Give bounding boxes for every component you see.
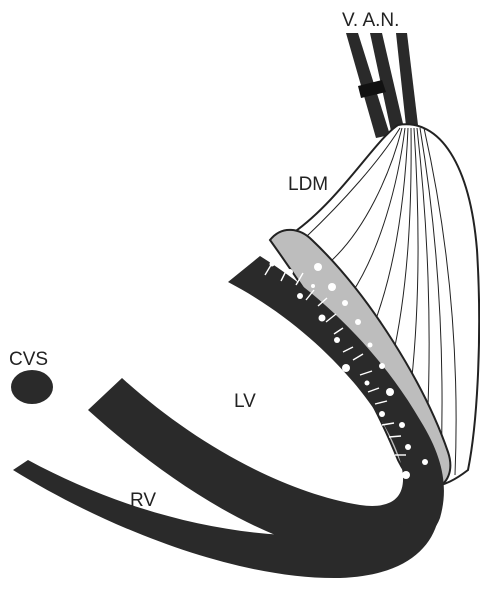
rv-label: RV: [130, 490, 156, 511]
cvs-label: CVS: [9, 349, 48, 370]
van-bundle: [346, 33, 418, 138]
cvs-vessel: [11, 370, 53, 404]
ldm-label: LDM: [288, 174, 328, 195]
lv-label: LV: [234, 391, 256, 412]
van-label: V. A.N.: [342, 10, 399, 31]
